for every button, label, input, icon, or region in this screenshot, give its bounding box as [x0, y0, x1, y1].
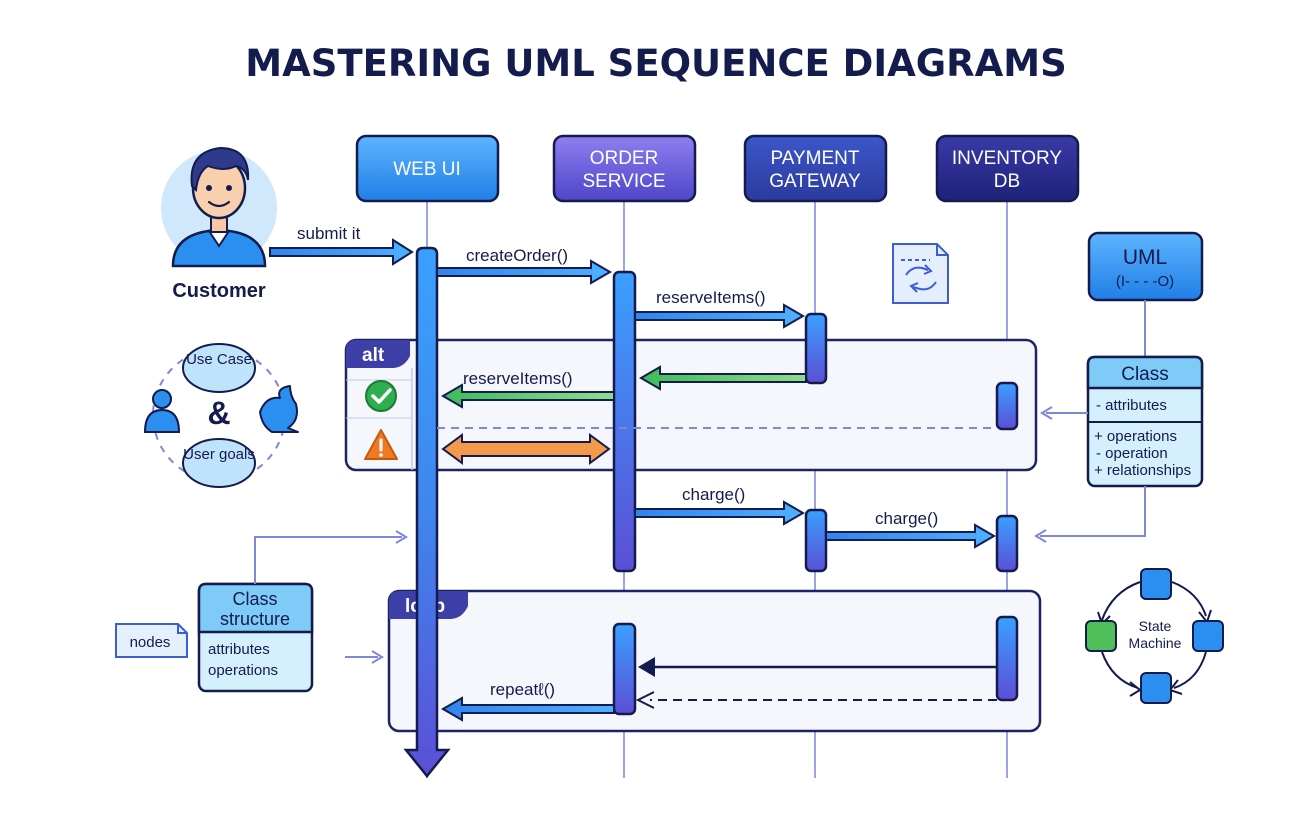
class-box[interactable]: Class - attributes + operations - operat… [1086, 355, 1204, 488]
class-structure-line-1: attributes [208, 641, 270, 658]
class-structure-line-2: operations [208, 662, 278, 679]
state-machine-label-1: State [1139, 618, 1172, 634]
page-title: MASTERING UML SEQUENCE DIAGRAMS [245, 42, 1066, 85]
activation-inventory-1 [995, 381, 1019, 431]
activation-payment-2 [804, 508, 828, 573]
state-node-top [1140, 568, 1172, 600]
message-reserve-items-label: reserveItems() [656, 288, 766, 307]
class-structure-title-1: Class [232, 589, 277, 609]
message-create-order: createOrder() [436, 246, 612, 285]
customer-actor[interactable]: Customer [161, 146, 277, 302]
message-reserve-return-payment [639, 365, 807, 391]
document-sync-icon [892, 243, 949, 304]
nodes-note-label: nodes [130, 634, 171, 651]
state-machine-diagram: State Machine [1085, 568, 1224, 704]
class-box-title: Class [1121, 364, 1169, 385]
activation-payment-1 [804, 312, 828, 385]
nodes-note: nodes [115, 623, 188, 658]
uml-badge-sub: (I- - - -O) [1116, 273, 1174, 290]
lifeline-payment-gateway[interactable]: PAYMENT GATEWAY [743, 134, 888, 203]
message-charge-db-label: charge() [875, 509, 938, 528]
state-node-bottom [1140, 672, 1172, 704]
alt-label: alt [362, 345, 385, 366]
message-create-order-label: createOrder() [466, 246, 568, 265]
message-reserve-return-label: reserveItems() [463, 369, 573, 388]
activation-order-service [612, 270, 637, 573]
ampersand: & [207, 395, 230, 431]
message-charge-db: charge() [825, 509, 996, 549]
use-case-cluster: Use Case User goals & [143, 343, 299, 488]
message-submit-label: submit it [297, 224, 361, 243]
check-circle-icon [365, 380, 397, 412]
message-charge: charge() [634, 485, 805, 526]
message-repeat: repeatℓ() [441, 680, 615, 722]
lifeline-payment-gateway-label-2: GATEWAY [769, 171, 861, 192]
use-case-ellipse [182, 343, 256, 393]
alt-fragment: alt [344, 338, 1038, 472]
state-node-right [1192, 620, 1224, 652]
activation-web-ui [403, 246, 451, 778]
activation-inventory-loop [995, 615, 1019, 702]
use-case-label: Use Case [186, 351, 252, 368]
lifeline-inventory-db-label-2: DB [994, 171, 1020, 192]
actor-label: Customer [172, 280, 266, 302]
bird-icon [259, 385, 299, 433]
message-repeat-label: repeatℓ() [490, 680, 555, 699]
lifeline-web-ui[interactable]: WEB UI [355, 134, 500, 203]
uml-badge-label: UML [1123, 246, 1167, 269]
left-connectors [254, 530, 408, 664]
class-structure-title-2: structure [220, 609, 290, 629]
lifeline-inventory-db-label-1: INVENTORY [952, 148, 1062, 169]
class-box-attributes: - attributes [1096, 397, 1167, 414]
message-loop-return [638, 657, 997, 677]
uml-badge[interactable]: UML (I- - - -O) [1087, 231, 1204, 302]
lifeline-payment-gateway-label-1: PAYMENT [770, 148, 859, 169]
message-reserve-items: reserveItems() [634, 288, 805, 329]
class-connectors [1034, 406, 1146, 543]
message-bidirectional-warning [441, 433, 611, 465]
message-charge-label: charge() [682, 485, 745, 504]
class-box-line-3: + relationships [1094, 462, 1191, 479]
user-goals-label: User goals [183, 446, 255, 463]
user-goals-ellipse [182, 438, 256, 488]
class-structure-box[interactable]: Class structure attributes operations [197, 582, 314, 693]
class-box-line-1: + operations [1094, 428, 1177, 445]
message-submit: submit it [269, 224, 414, 266]
user-icon [143, 389, 181, 433]
activation-inventory-2 [995, 514, 1019, 573]
person-avatar-icon [171, 146, 267, 268]
message-reserve-return-web: reserveItems() [441, 369, 615, 409]
warning-triangle-icon [364, 429, 398, 460]
activation-bars [403, 246, 1019, 778]
lifeline-inventory-db[interactable]: INVENTORY DB [935, 134, 1080, 203]
state-machine-label-2: Machine [1129, 635, 1182, 651]
activation-order-loop [612, 622, 637, 716]
class-box-line-2: - operation [1096, 445, 1168, 462]
lifeline-order-service[interactable]: ORDER SERVICE [552, 134, 697, 203]
message-repeat-dashed [635, 691, 997, 709]
state-node-left [1085, 620, 1117, 652]
lifeline-order-service-label-1: ORDER [590, 148, 659, 169]
lifeline-web-ui-label: WEB UI [393, 159, 461, 180]
lifeline-order-service-label-2: SERVICE [582, 171, 665, 192]
